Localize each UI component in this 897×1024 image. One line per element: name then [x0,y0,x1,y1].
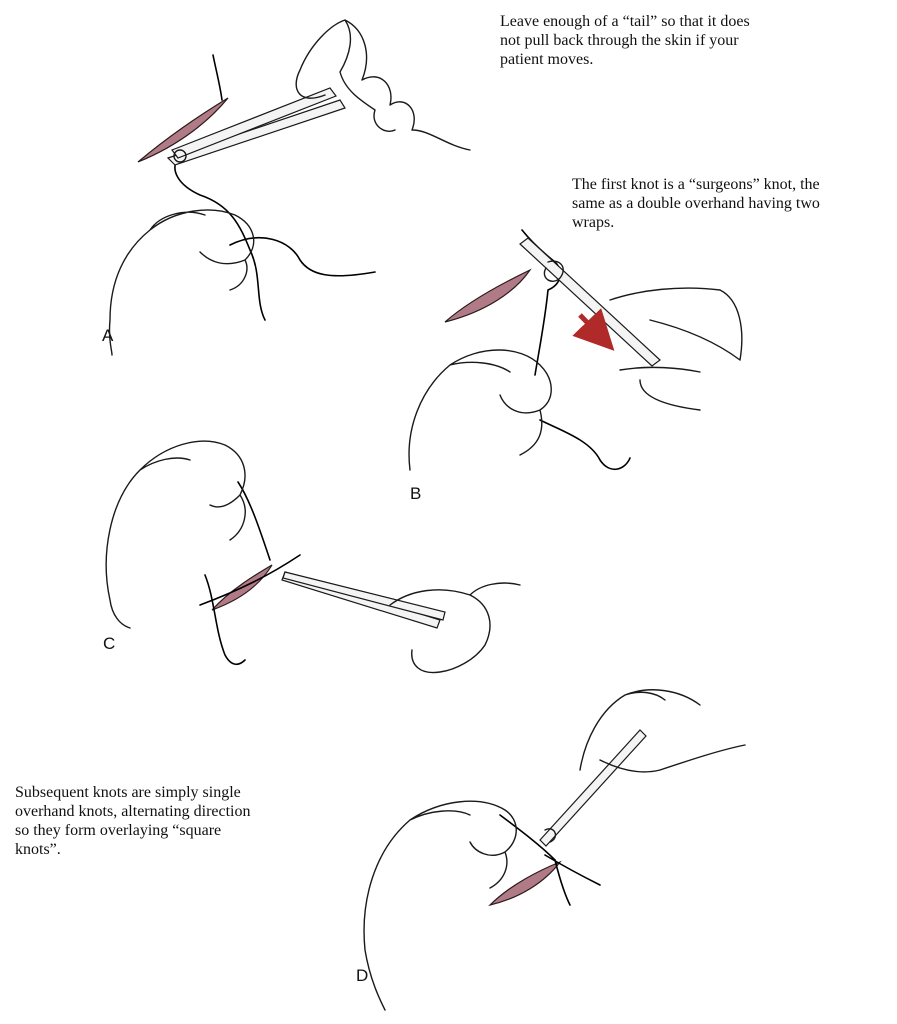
hand-upper-d [579,689,746,773]
hand-lower-a [108,209,255,356]
direction-arrow-b [572,308,615,351]
caption-subsequent-knots: Subsequent knots are simply single overh… [15,784,251,858]
wound-b [444,268,532,323]
caption-tail: Leave enough of a “tail” so that it does… [500,13,750,68]
hand-right-c [389,582,521,674]
needle-holder-b [519,237,661,367]
panel-label-b: B [410,484,422,503]
panel-b-illustration [408,229,743,471]
panel-a-illustration [108,19,471,356]
panel-label-a: A [102,326,114,345]
panel-label-c: C [103,634,116,653]
needle-holder-a [166,99,346,166]
suture-b [521,229,631,470]
panel-d-illustration [363,689,746,1011]
panel-label-d: D [356,966,369,985]
caption-surgeons-knot: The first knot is a “surgeons” knot, the… [572,176,820,231]
wound-a [137,97,229,163]
hand-left-b [408,349,552,471]
panel-c-illustration [105,440,521,674]
suture-c [199,481,301,666]
needle-holder-d [539,729,647,847]
hand-right-b [609,287,743,411]
hand-left-c [105,440,246,629]
suture-a [174,54,376,321]
hand-upper-a [295,19,471,151]
hand-left-d [363,800,517,1011]
wound-d [488,860,562,907]
suture-d [499,814,601,906]
